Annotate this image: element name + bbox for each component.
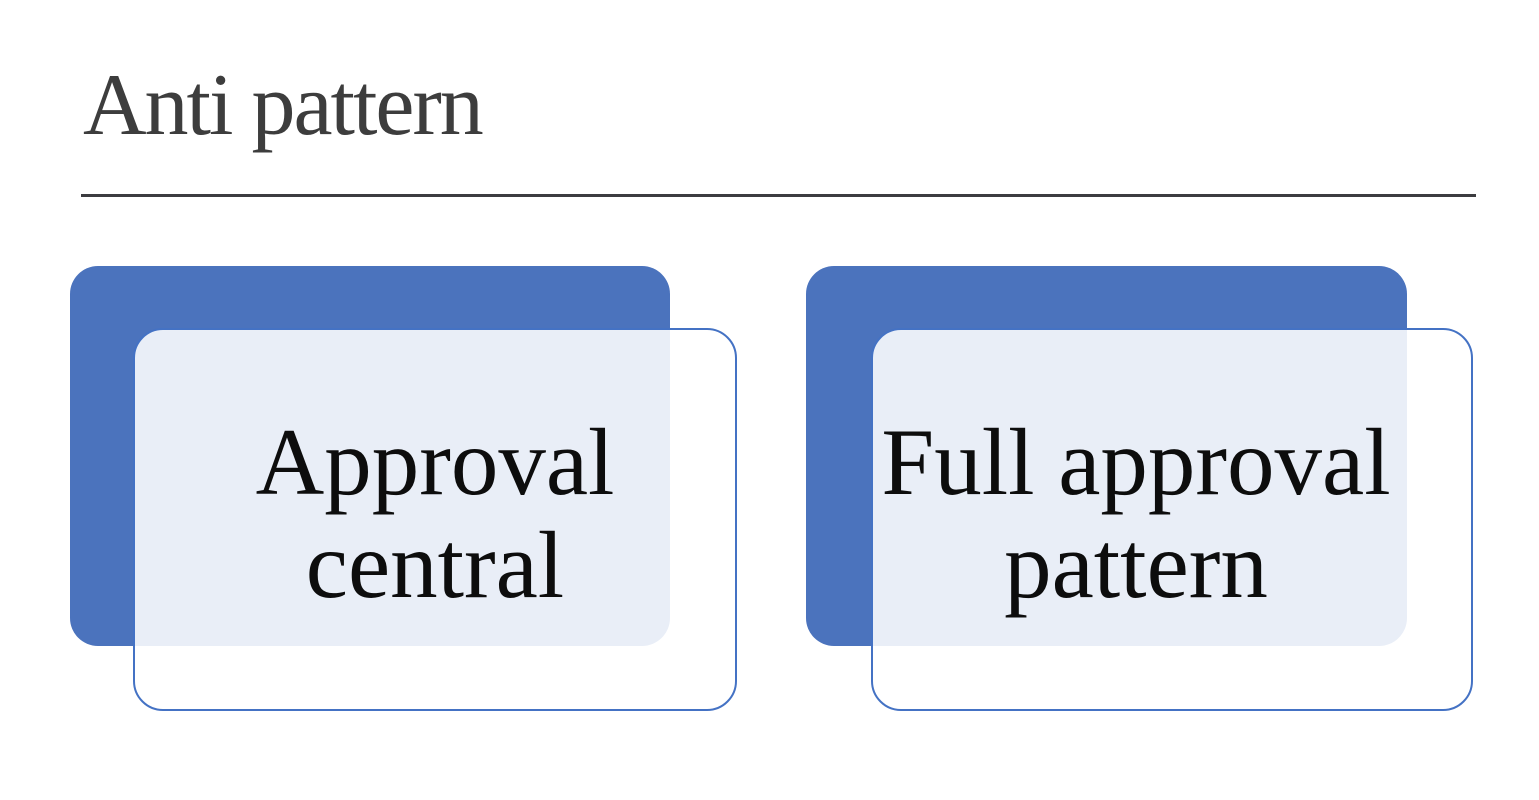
card-full-approval-pattern-front-shape (871, 328, 1473, 711)
card-approval-central-front-shape (133, 328, 737, 711)
slide-title: Anti pattern (83, 57, 484, 154)
title-divider (81, 194, 1476, 197)
card-approval-central-label: Approval central (255, 408, 615, 618)
card-full-approval-pattern-label: Full approval pattern (881, 408, 1391, 618)
